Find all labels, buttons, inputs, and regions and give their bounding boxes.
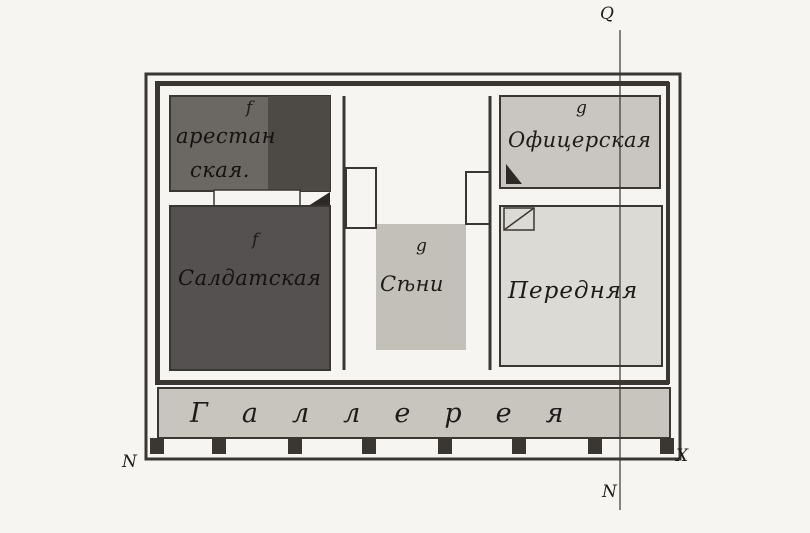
officer-room-area [499,95,661,189]
axis-mark-top: Q [600,4,614,24]
arrest-room-letter: f [246,98,253,118]
gallery-label: Галлерея [190,398,598,429]
entry-hall-letter: g [416,236,427,256]
front-room-label: Передняя [508,278,639,304]
arrest-room-label-line1: арестан [176,124,276,148]
axis-mark-left: N [122,452,137,472]
axis-mark-bottom: N [602,482,617,502]
axis-mark-right: X [676,446,689,466]
officer-room-letter: g [576,98,587,118]
entry-hall-area [376,224,466,350]
building-outline [144,72,682,461]
gallery-area [157,387,671,439]
front-room-area [499,205,663,367]
soldier-room-label: Салдатская [178,266,322,290]
officer-room-label: Офицерская [508,128,652,152]
arrest-room-label-line2: ская. [190,158,250,182]
entry-hall-label: Сѣни [380,272,444,296]
soldier-room-letter: f [252,230,259,250]
soldier-room-area [169,205,331,371]
